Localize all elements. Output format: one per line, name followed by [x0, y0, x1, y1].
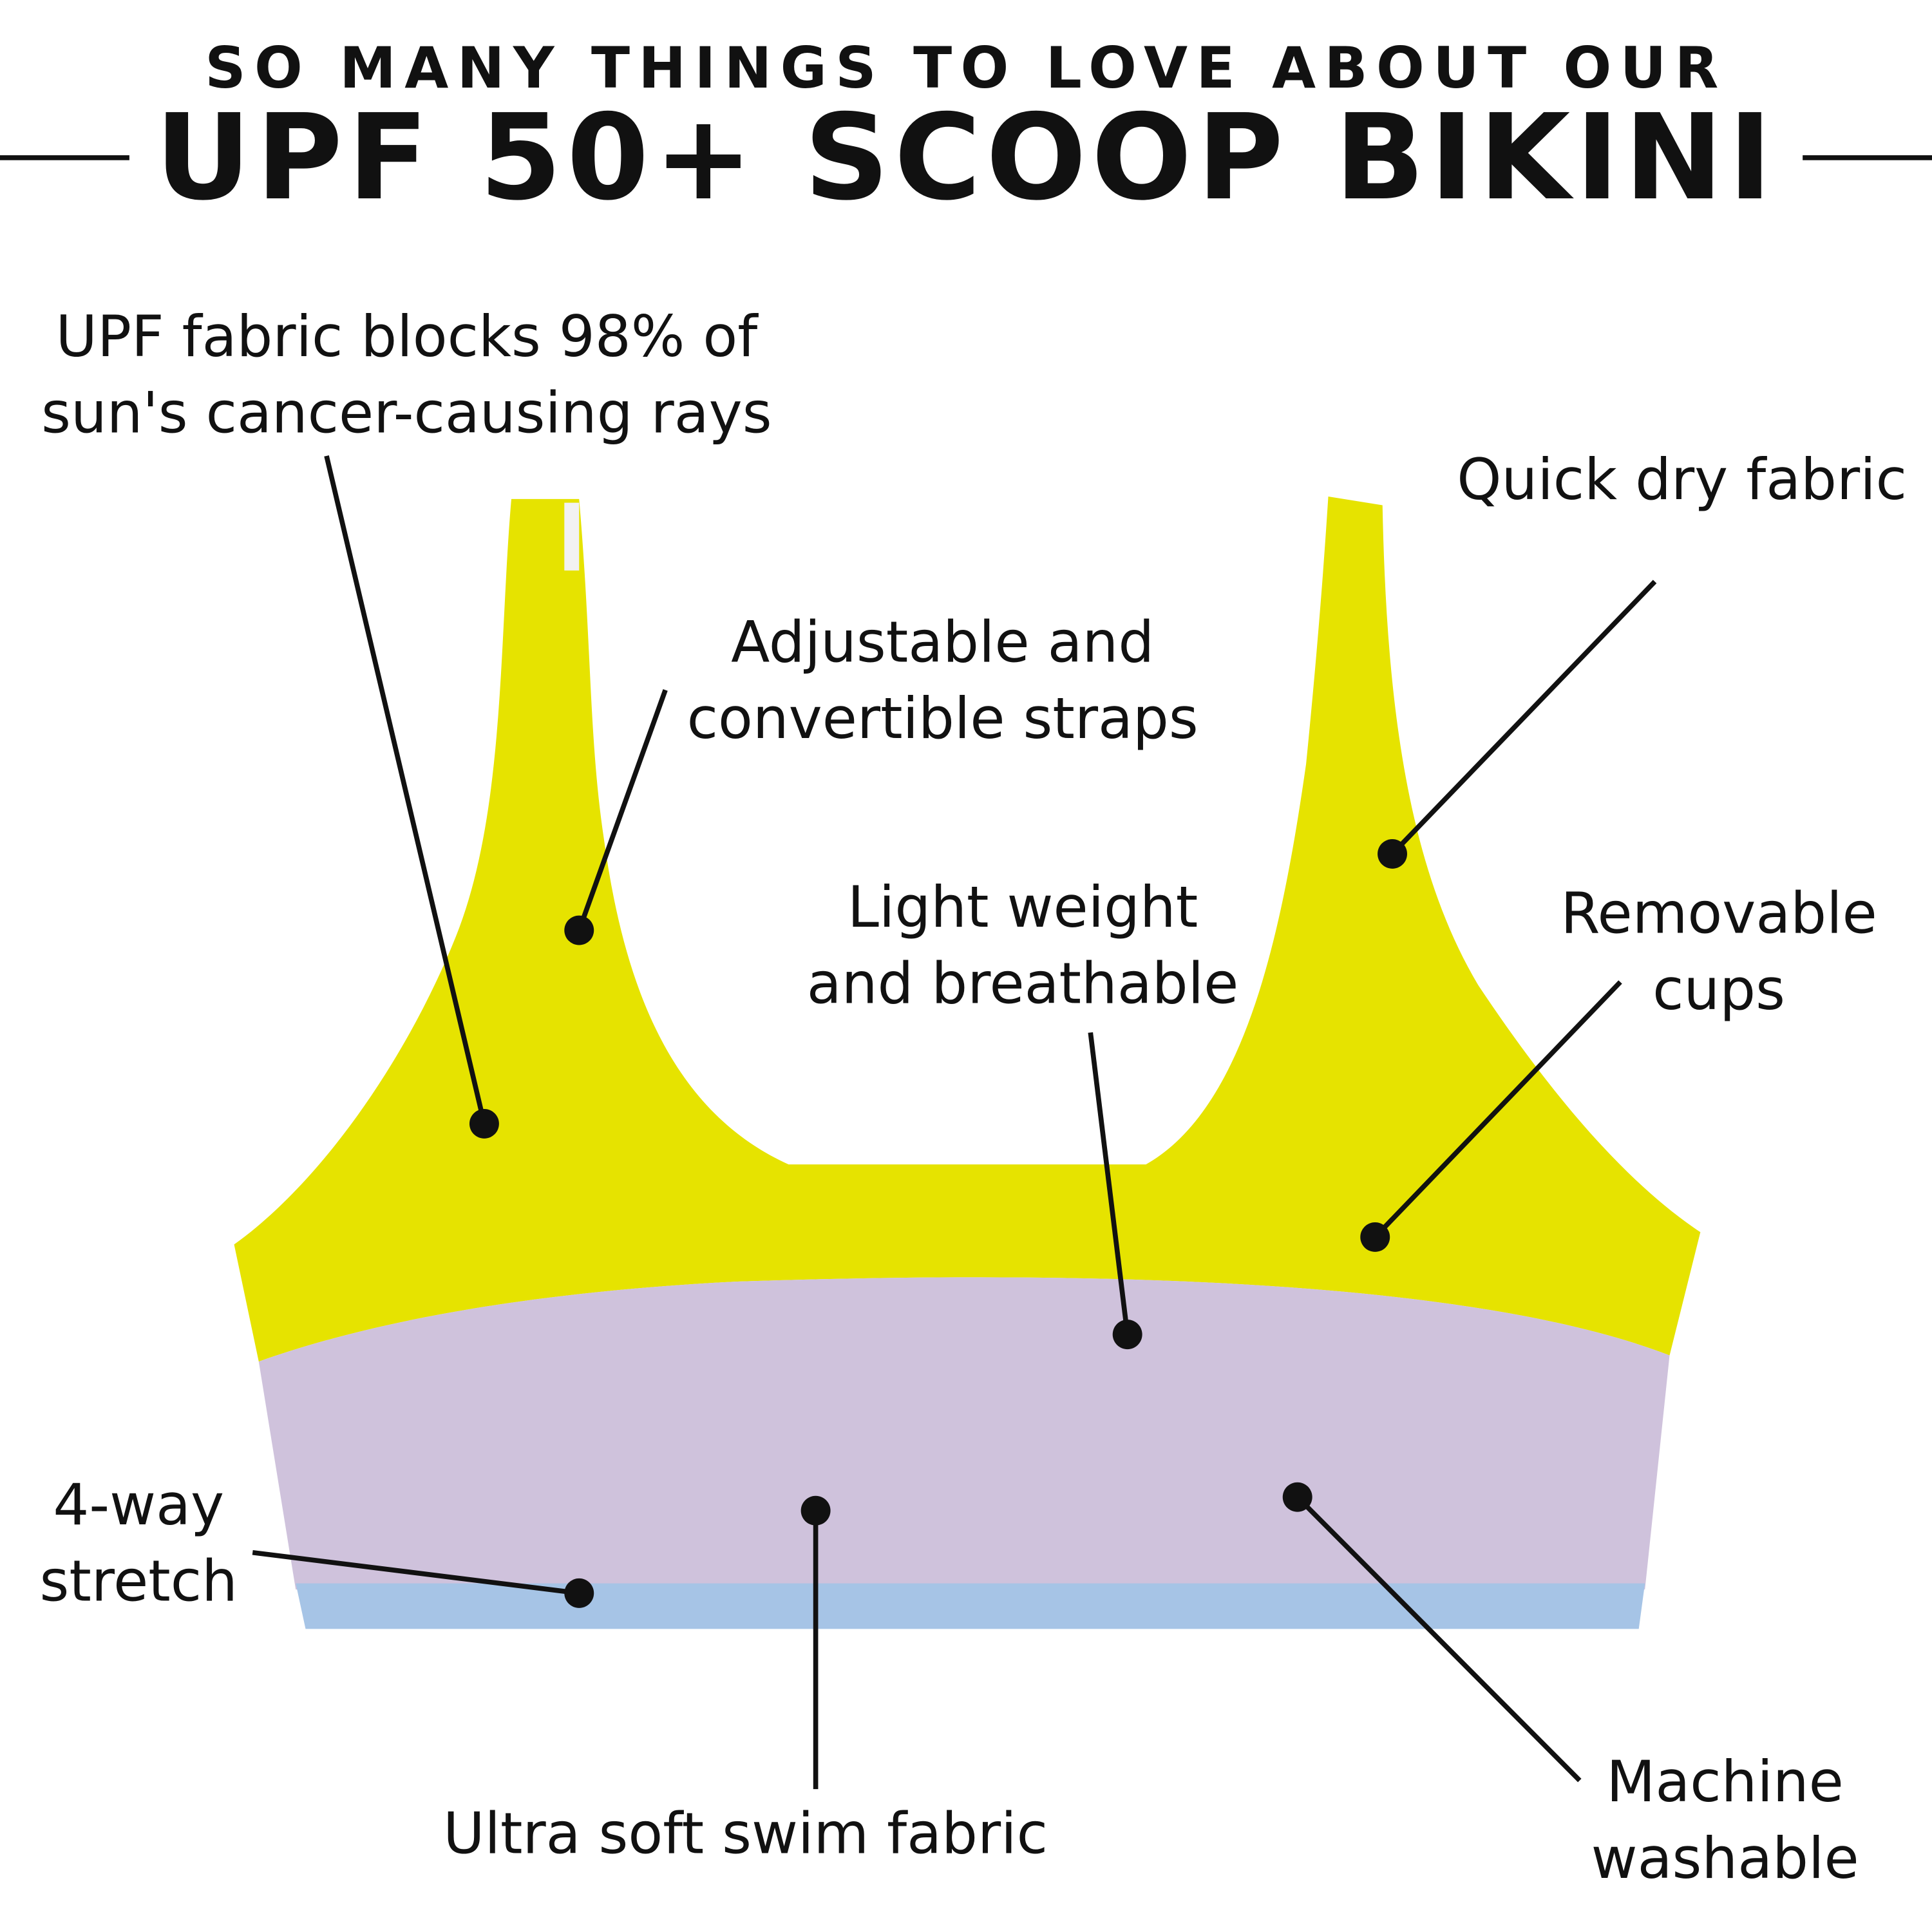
- feature-line: and breathable: [806, 950, 1239, 1017]
- callout-dot: [1282, 1482, 1312, 1512]
- feature-line: stretch: [39, 1548, 238, 1615]
- feature-line: convertible straps: [687, 685, 1198, 752]
- feature-line: UPF fabric blocks 98% of: [55, 303, 758, 370]
- feature-line: Removable: [1560, 880, 1877, 947]
- feature-line: Quick dry fabric: [1457, 446, 1908, 513]
- header-subtitle: SO MANY THINGS TO LOVE ABOUT OUR: [205, 34, 1727, 101]
- title-rule-left: [0, 155, 129, 160]
- feature-stretch: 4-way stretch: [24, 1466, 252, 1619]
- callout-dot: [1378, 838, 1407, 869]
- bikini-yellow-top: [234, 497, 1701, 1362]
- callout-dot: [1112, 1320, 1142, 1350]
- feature-removable-cups: Removable cups: [1540, 875, 1898, 1027]
- feature-line: washable: [1591, 1824, 1859, 1891]
- callout-dot: [1360, 1222, 1390, 1252]
- feature-line: sun's cancer-causing rays: [41, 379, 772, 446]
- callout-dot: [469, 1108, 499, 1139]
- feature-line: 4-way: [53, 1471, 225, 1538]
- feature-line: cups: [1653, 956, 1786, 1023]
- strap-label: [564, 502, 580, 571]
- feature-line: Adjustable and: [731, 609, 1155, 676]
- feature-line: Ultra soft swim fabric: [443, 1800, 1048, 1867]
- feature-upf: UPF fabric blocks 98% of sun's cancer-ca…: [37, 298, 776, 451]
- feature-breathable: Light weight and breathable: [776, 869, 1269, 1021]
- feature-ultra-soft: Ultra soft swim fabric: [419, 1795, 1072, 1872]
- header-title: UPF 50+ SCOOP BIKINI: [155, 88, 1777, 227]
- bikini-lavender-band: [258, 1277, 1670, 1590]
- callout-dot: [564, 915, 594, 945]
- feature-straps: Adjustable and convertible straps: [665, 604, 1220, 757]
- callout-dot: [564, 1578, 594, 1608]
- feature-line: Light weight: [847, 873, 1198, 940]
- feature-quick-dry: Quick dry fabric: [1442, 441, 1922, 518]
- feature-line: Machine: [1606, 1748, 1844, 1815]
- title-rule-right: [1803, 155, 1932, 160]
- feature-machine-washable: Machine washable: [1565, 1743, 1885, 1896]
- callout-dot: [800, 1495, 831, 1526]
- bikini-blue-band: [296, 1583, 1645, 1629]
